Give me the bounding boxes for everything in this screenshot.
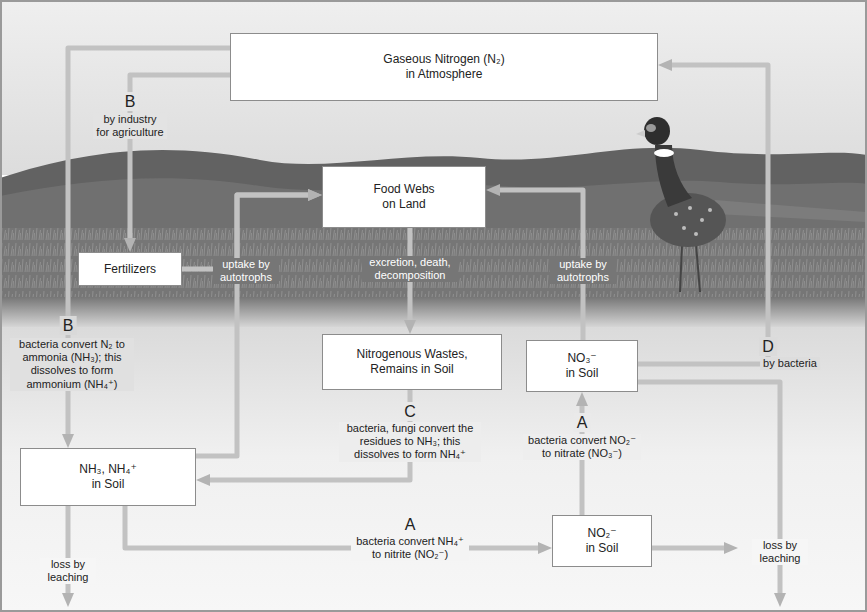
edge-label: bacteria convert NH₄⁺ to nitrite (NO₂⁻): [351, 535, 469, 561]
soil: [0, 295, 867, 612]
pheasant-leg: [696, 244, 700, 292]
flow-arrow: [125, 506, 545, 548]
pheasant-eye-patch: [646, 124, 656, 132]
flow-arrow: [638, 65, 768, 364]
edge-label: by industry for agriculture: [93, 113, 167, 139]
step-letter: B: [122, 92, 139, 111]
step-letter: D: [759, 337, 777, 356]
edge-label-holder: by bacteria: [760, 357, 820, 370]
step-letter-holder: C: [401, 402, 419, 421]
pool-box: Fertilizers: [78, 252, 182, 286]
box-text: NH₃, NH₄⁺ in Soil: [77, 462, 139, 492]
edge-label: bacteria convert NO₂⁻ to nitrate (NO₃⁻): [523, 434, 641, 460]
pool-box: NO₂⁻ in Soil: [552, 515, 652, 567]
leaching-label: loss by leaching: [752, 539, 808, 565]
leaching-label: loss by leaching: [40, 558, 96, 584]
step-letter: A: [574, 413, 591, 432]
pheasant-body: [650, 193, 726, 247]
pheasant-neck: [655, 145, 692, 207]
edge-label: excretion, death, decomposition: [362, 256, 458, 282]
pheasant-beak: [636, 130, 645, 137]
edge-label: bacteria convert N₂ to ammonia (NH₃); th…: [10, 338, 134, 391]
edge-label: bacteria, fungi convert the residues to …: [339, 422, 481, 462]
box-text: Gaseous Nitrogen (N₂) in Atmosphere: [380, 52, 508, 82]
pheasant-speckle: [682, 226, 686, 230]
leaching-arrow: [638, 382, 780, 600]
edge-label: uptake by autotrophs: [213, 258, 279, 284]
edge-label-holder: bacteria convert N₂ to ammonia (NH₃); th…: [10, 338, 134, 391]
leaching-arrow: [652, 546, 731, 551]
leaching-label-holder: loss by leaching: [752, 539, 808, 565]
flow-arrow: [130, 75, 230, 245]
leaching-arrow: [66, 506, 71, 600]
step-letter: B: [60, 316, 77, 335]
grass-fade: [0, 297, 867, 327]
pheasant-head: [644, 117, 670, 145]
pheasant-speckle: [688, 206, 692, 210]
leaching-label-holder: loss by leaching: [40, 558, 96, 584]
pool-box: NH₃, NH₄⁺ in Soil: [20, 448, 196, 506]
step-letter: C: [401, 402, 419, 421]
step-letter: A: [402, 515, 419, 534]
pheasant-speckle: [700, 218, 704, 222]
edge-label: uptake by autotrophs: [550, 258, 616, 284]
box-text: Food Webs on Land: [369, 182, 439, 212]
pheasant-ring: [654, 149, 674, 157]
edge-label-holder: excretion, death, decomposition: [362, 256, 458, 282]
edge-label-holder: bacteria, fungi convert the residues to …: [339, 422, 481, 462]
edge-label: by bacteria: [760, 357, 820, 370]
flow-arrow: [196, 195, 315, 456]
step-letter-holder: A: [574, 413, 591, 432]
pool-box: Food Webs on Land: [322, 166, 486, 228]
box-text: Nitrogenous Wastes, Remains in Soil: [353, 347, 471, 377]
edge-label-holder: bacteria convert NO₂⁻ to nitrate (NO₃⁻): [523, 434, 641, 460]
edge-label-holder: by industry for agriculture: [93, 113, 167, 139]
pheasant-speckle: [708, 208, 712, 212]
pheasant-speckle: [674, 212, 678, 216]
box-text: Fertilizers: [104, 262, 156, 277]
pheasant-speckle: [694, 232, 698, 236]
edge-label-holder: uptake by autotrophs: [550, 258, 616, 284]
pool-box: Gaseous Nitrogen (N₂) in Atmosphere: [230, 33, 658, 101]
box-text: NO₃⁻ in Soil: [564, 351, 601, 381]
pheasant-leg: [680, 244, 682, 292]
step-letter-holder: B: [122, 92, 139, 111]
edge-label-holder: uptake by autotrophs: [213, 258, 279, 284]
pool-box: NO₃⁻ in Soil: [526, 340, 638, 392]
step-letter-holder: A: [402, 515, 419, 534]
pool-box: Nitrogenous Wastes, Remains in Soil: [322, 334, 502, 390]
step-letter-holder: D: [759, 337, 777, 356]
pheasant-tail: [715, 200, 866, 222]
box-text: NO₂⁻ in Soil: [584, 526, 621, 556]
edge-label-holder: bacteria convert NH₄⁺ to nitrite (NO₂⁻): [351, 535, 469, 561]
step-letter-holder: B: [60, 316, 77, 335]
